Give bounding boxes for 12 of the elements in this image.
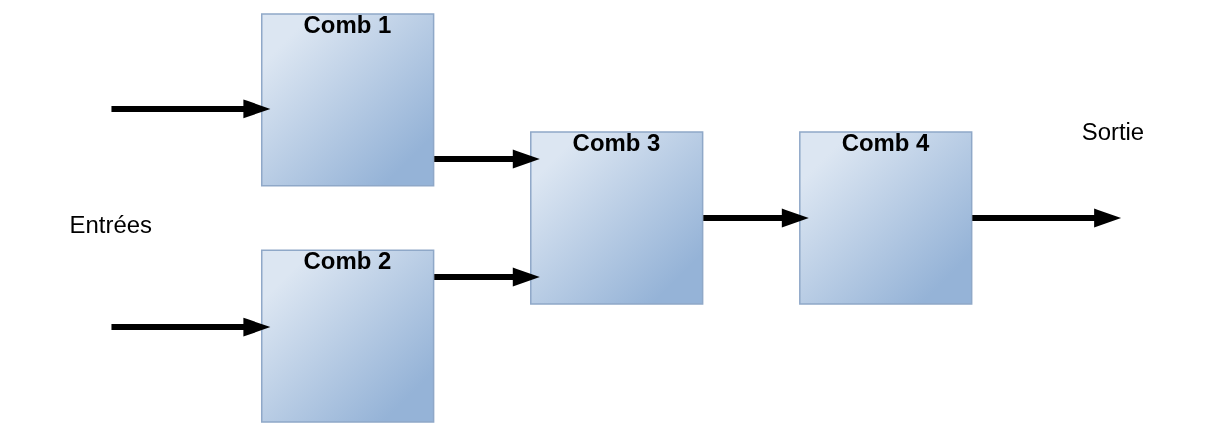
arrow	[434, 267, 540, 287]
arrow	[434, 149, 540, 169]
arrow	[703, 208, 809, 228]
arrow	[972, 208, 1122, 228]
node-box: Comb 3	[530, 131, 704, 305]
node-box: Comb 1	[261, 13, 435, 187]
node-box: Comb 2	[261, 249, 435, 423]
node-box: Comb 4	[799, 131, 973, 305]
label: Entrées	[69, 210, 152, 238]
arrow	[111, 99, 271, 119]
arrow	[111, 317, 271, 337]
label: Sortie	[1081, 117, 1145, 145]
